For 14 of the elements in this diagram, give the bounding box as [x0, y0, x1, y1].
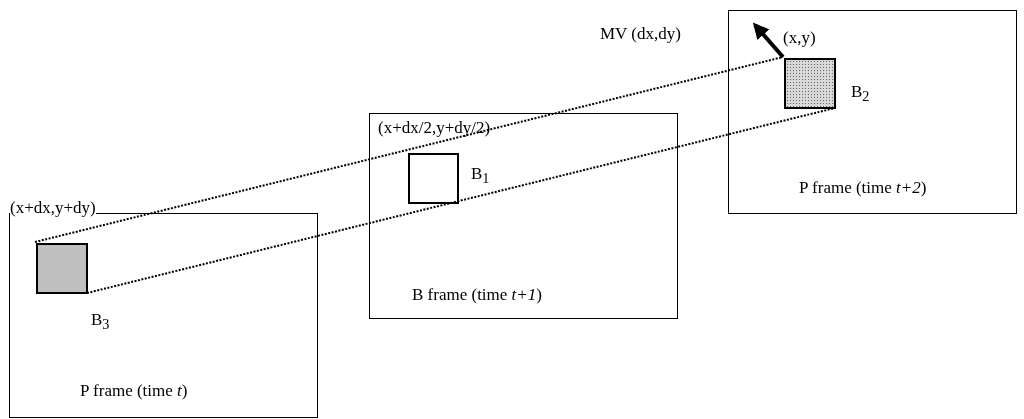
frame-label: B frame (time t+1) — [412, 286, 542, 304]
frame-label: P frame (time t+2) — [799, 179, 927, 197]
coordinate-label: (x,y) — [783, 29, 816, 47]
dotted-line — [34, 56, 784, 243]
frame-box — [369, 113, 678, 319]
coordinate-label: (x+dx,y+dy) — [10, 199, 96, 217]
macroblock — [408, 153, 459, 204]
macroblock — [36, 243, 88, 294]
frame-box — [728, 10, 1017, 214]
coordinate-label: (x+dx/2,y+dy/2) — [378, 119, 491, 137]
macroblock — [784, 58, 836, 109]
motion-vector-arrow — [752, 22, 785, 59]
frame-label: P frame (time t) — [80, 382, 188, 400]
edge-label: MV (dx,dy) — [600, 25, 681, 43]
